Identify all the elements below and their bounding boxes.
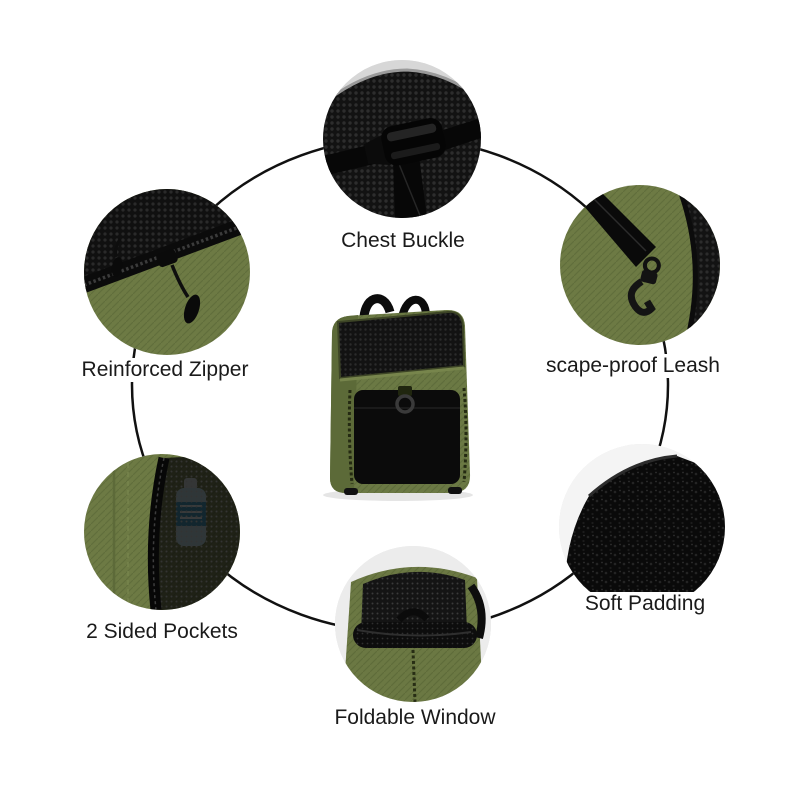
feature-photo-two-sided-pockets: [84, 454, 240, 610]
feature-photo-escape-proof-leash: [560, 185, 720, 345]
d-ring: [395, 394, 415, 414]
feature-label-soft-padding: Soft Padding: [581, 592, 709, 616]
feature-label-foldable-window: Foldable Window: [331, 706, 499, 730]
feature-photo-soft-padding: [559, 444, 725, 610]
shoulder-strap: [398, 295, 430, 319]
feature-label-chest-buckle: Chest Buckle: [338, 229, 468, 253]
feature-label-reinforced-zipper: Reinforced Zipper: [78, 358, 252, 382]
reinforced-zipper-photo: [84, 189, 250, 355]
two-sided-pockets-photo: [84, 454, 240, 610]
feature-photo-reinforced-zipper: [84, 189, 250, 355]
product-photo-pet-backpack: [298, 282, 493, 502]
feature-label-escape-proof-leash: scape-proof Leash: [543, 354, 723, 378]
feature-photo-chest-buckle: [323, 60, 481, 218]
feature-photo-foldable-window: [335, 546, 491, 702]
chest-buckle-photo: [323, 60, 481, 218]
feature-label-two-sided-pockets: 2 Sided Pockets: [83, 620, 241, 644]
escape-proof-leash-photo: [560, 185, 720, 345]
foldable-window-photo: [335, 546, 491, 702]
pet-backpack-photo: [323, 294, 473, 501]
soft-padding-photo: [559, 444, 725, 610]
